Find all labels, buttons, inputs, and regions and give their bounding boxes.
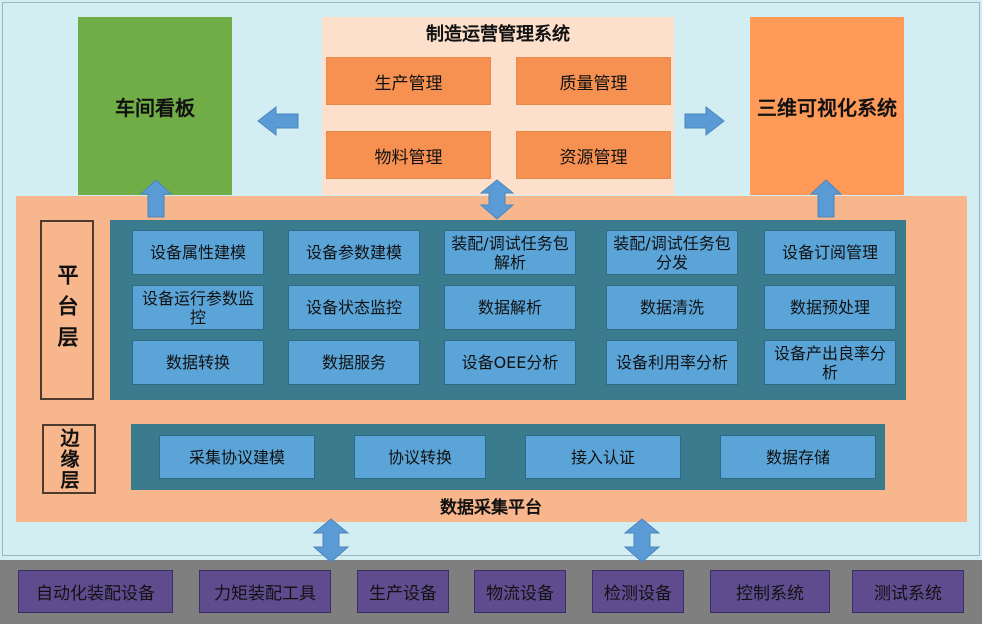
visualization-box: 三维可视化系统 [750, 17, 904, 195]
platform-cell-yield-analysis: 设备产出良率分析 [764, 340, 896, 385]
platform-cell-device-parameter-modeling: 设备参数建模 [288, 230, 420, 275]
visualization-label: 三维可视化系统 [757, 95, 897, 120]
platform-layer-panel: 设备属性建模 设备参数建模 装配/调试任务包解析 装配/调试任务包分发 设备订阅… [110, 220, 906, 400]
workshop-board-label: 车间看板 [115, 95, 195, 120]
device-bar: 自动化装配设备 力矩装配工具 生产设备 物流设备 检测设备 控制系统 测试系统 [0, 560, 982, 624]
arrow-double-mfg-icon [479, 179, 515, 220]
device-logistics: 物流设备 [474, 570, 566, 613]
data-collection-platform-title: 数据采集平台 [440, 497, 542, 518]
device-control-system: 控制系统 [710, 570, 830, 613]
mfg-module-quality: 质量管理 [516, 57, 671, 105]
arrow-double-devices-left-icon [312, 518, 350, 563]
platform-cell-utilization-analysis: 设备利用率分析 [606, 340, 738, 385]
arrow-double-devices-right-icon [623, 518, 661, 563]
arrow-left-icon [257, 105, 299, 137]
edge-cell-data-storage: 数据存储 [720, 435, 876, 479]
platform-cell-data-cleaning: 数据清洗 [606, 285, 738, 330]
arrow-right-icon [684, 105, 725, 137]
device-production: 生产设备 [357, 570, 449, 613]
mfg-system-title: 制造运营管理系统 [426, 24, 570, 45]
edge-layer-panel: 采集协议建模 协议转换 接入认证 数据存储 [131, 424, 885, 490]
platform-cell-task-package-distribution: 装配/调试任务包分发 [606, 230, 738, 275]
arrow-up-visualization-icon [809, 179, 843, 218]
platform-cell-oee-analysis: 设备OEE分析 [444, 340, 576, 385]
platform-cell-data-conversion: 数据转换 [132, 340, 264, 385]
edge-cell-access-authentication: 接入认证 [525, 435, 681, 479]
platform-layer-label: 平台层 [40, 220, 94, 400]
mfg-system-box: 制造运营管理系统 生产管理 质量管理 物料管理 资源管理 [322, 17, 674, 195]
mfg-module-production: 生产管理 [326, 57, 491, 105]
platform-cell-status-monitoring: 设备状态监控 [288, 285, 420, 330]
mfg-module-resource: 资源管理 [516, 131, 671, 179]
edge-cell-protocol-conversion: 协议转换 [354, 435, 486, 479]
platform-cell-data-service: 数据服务 [288, 340, 420, 385]
device-auto-assembly: 自动化装配设备 [18, 570, 173, 613]
platform-cell-data-preprocessing: 数据预处理 [764, 285, 896, 330]
edge-layer-label: 边缘层 [42, 424, 96, 494]
platform-cell-task-package-parsing: 装配/调试任务包解析 [444, 230, 576, 275]
edge-cell-protocol-modeling: 采集协议建模 [159, 435, 315, 479]
platform-cell-device-attribute-modeling: 设备属性建模 [132, 230, 264, 275]
device-test-system: 测试系统 [852, 570, 964, 613]
platform-cell-device-subscription: 设备订阅管理 [764, 230, 896, 275]
mfg-module-material: 物料管理 [326, 131, 491, 179]
platform-cell-data-parsing: 数据解析 [444, 285, 576, 330]
device-inspection: 检测设备 [592, 570, 684, 613]
arrow-up-board-icon [139, 179, 173, 218]
workshop-board-box: 车间看板 [78, 17, 232, 195]
platform-cell-runtime-monitoring: 设备运行参数监控 [132, 285, 264, 330]
device-torque-tool: 力矩装配工具 [199, 570, 331, 613]
